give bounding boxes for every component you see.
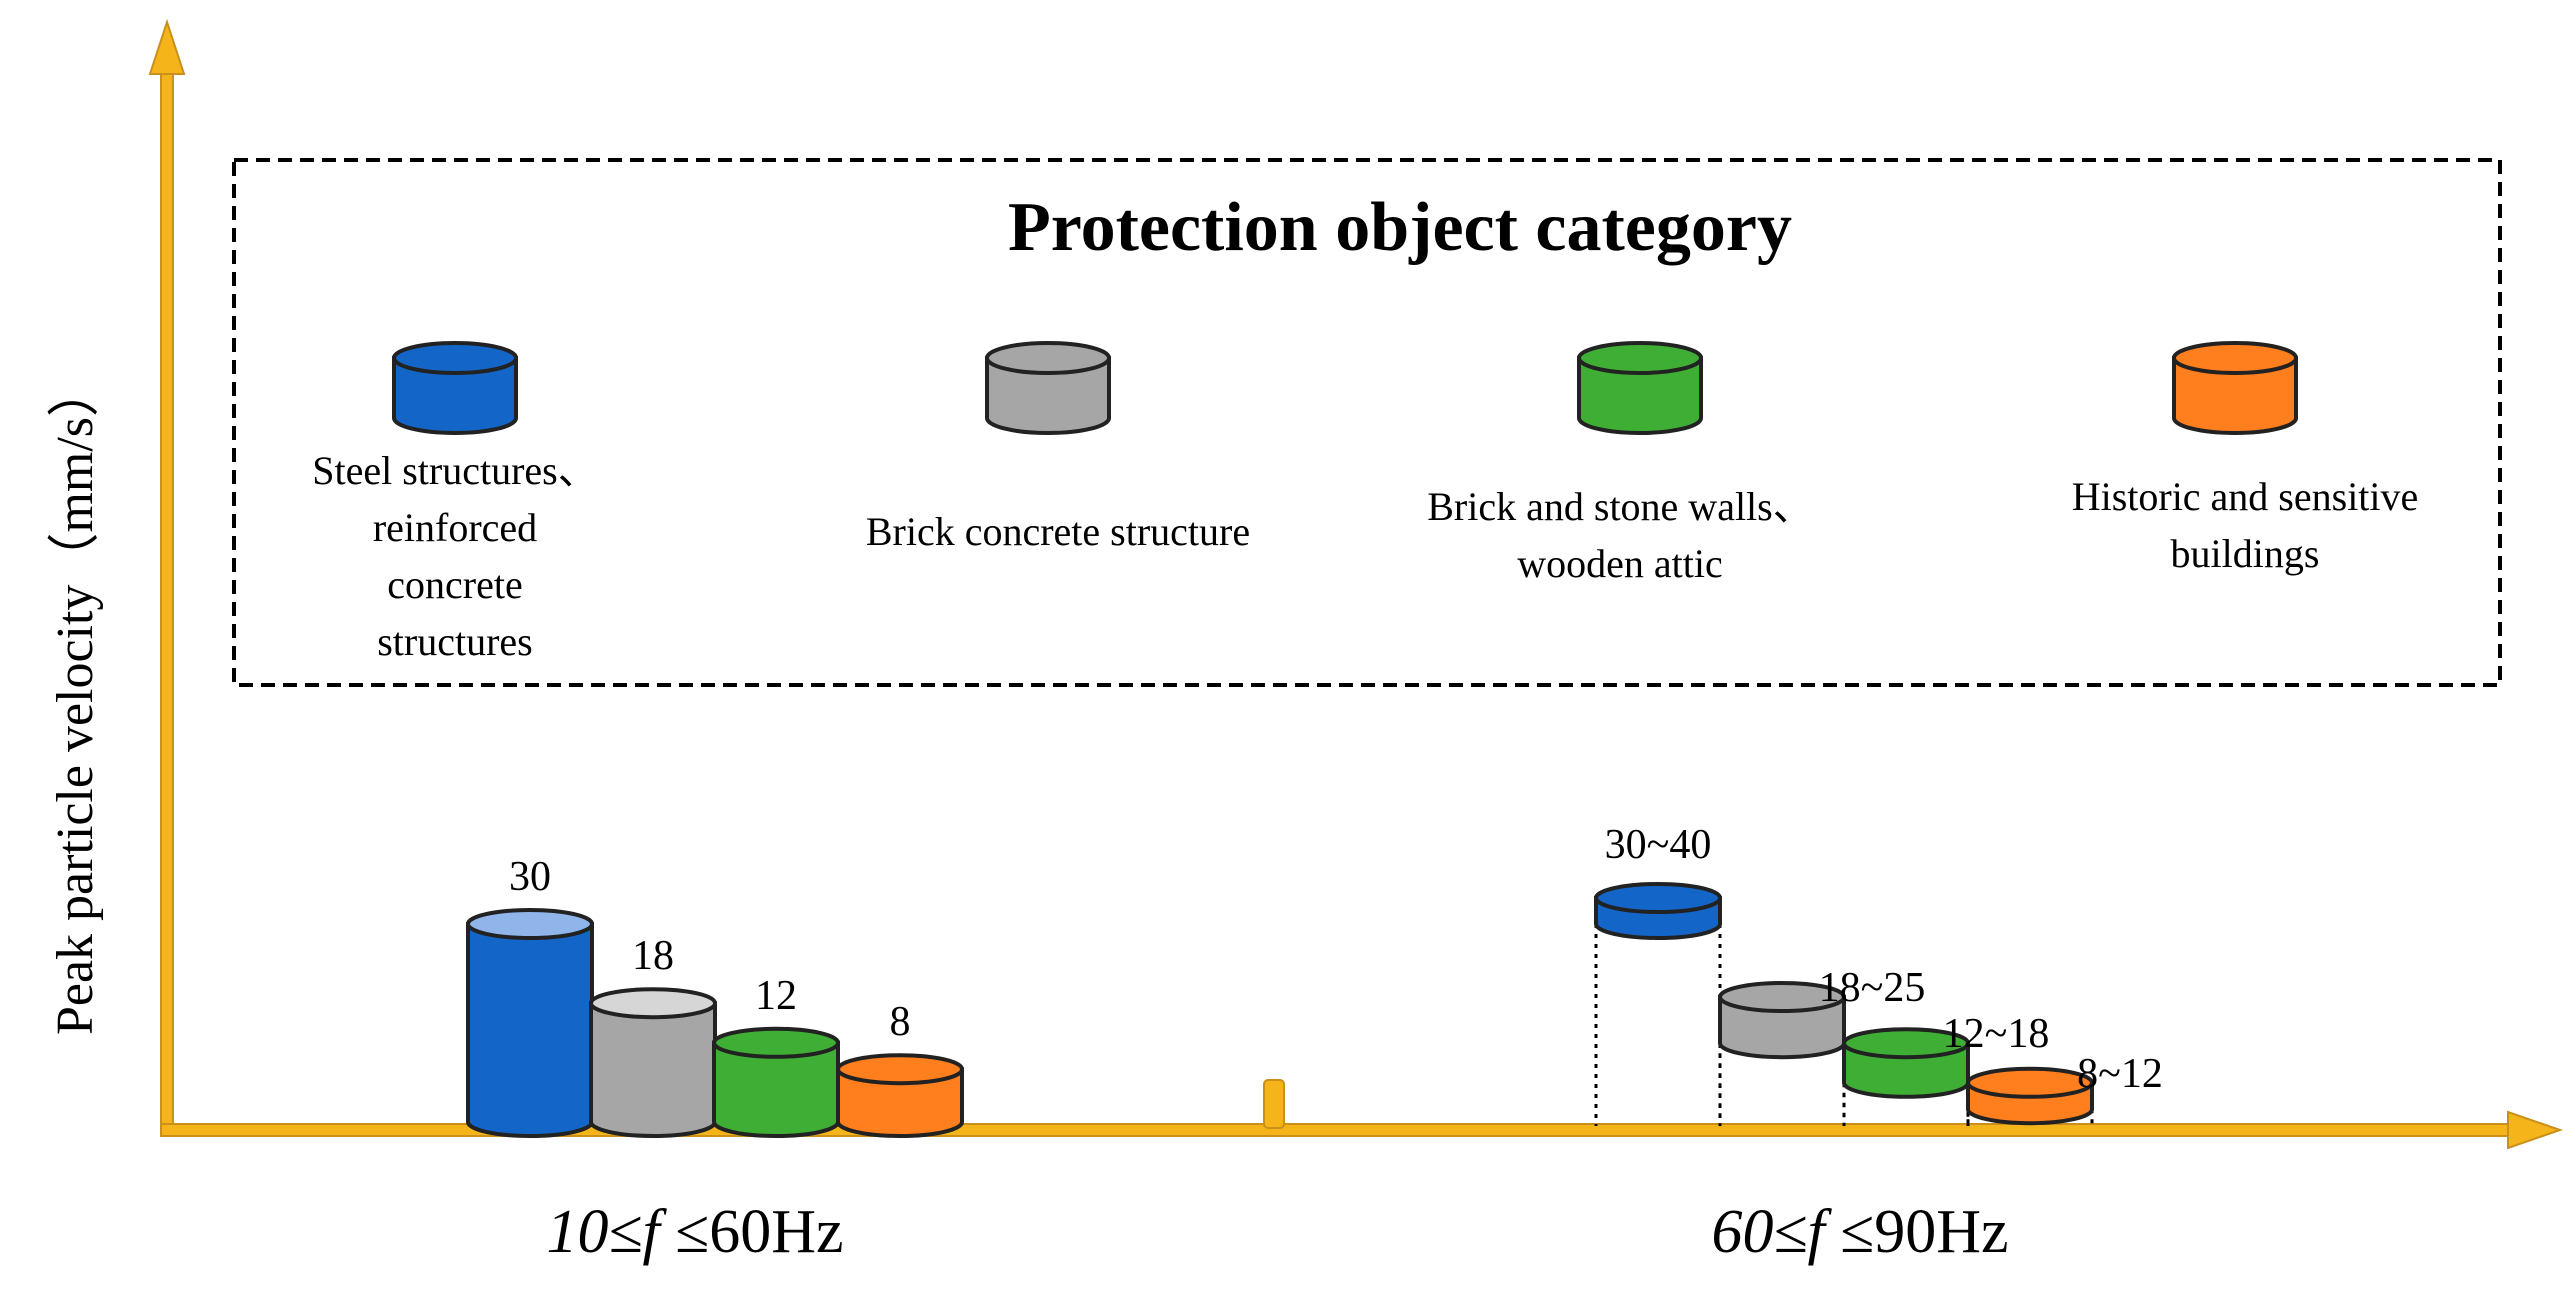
bar-group2-2-top	[1842, 1027, 1970, 1060]
legend-label-3-line: buildings	[2171, 531, 2320, 576]
x-axis-arrow	[2507, 1110, 2564, 1150]
group-label-1-part: 60≤	[1711, 1198, 1807, 1266]
group-label-1: 60≤f ≤90Hz	[1711, 1198, 2008, 1266]
group-label-1-part: ≤90Hz	[1825, 1198, 2009, 1266]
legend-label-3-line: Historic and sensitive	[2072, 474, 2419, 519]
bar-group2-0-label: 30~40	[1605, 822, 1712, 868]
bar-group1-2-top	[712, 1026, 840, 1059]
legend-label-0: Steel structures、 reinforced concrete struc…	[312, 448, 598, 664]
bar-group2-1-top	[1718, 981, 1846, 1013]
bar-group1-0-top	[466, 908, 594, 940]
bar-group2-1-label: 18~25	[1819, 965, 1926, 1011]
legend-swatch-2-body	[1577, 356, 1703, 435]
bar-group2-3-label: 8~12	[2077, 1051, 2163, 1097]
bar-group1-3-label: 8	[890, 999, 911, 1045]
legend-label-2-line: Brick and stone walls、	[1427, 484, 1813, 529]
legend-label-0-line: structures	[377, 619, 533, 664]
bar-group2-0-top	[1594, 882, 1722, 914]
group-label-0-part: ≤60Hz	[660, 1198, 844, 1266]
legend-label-3: Historic and sensitive buildings	[2072, 474, 2419, 576]
bar-group1-3-body	[836, 1067, 964, 1138]
group-label-0: 10≤f ≤60Hz	[546, 1198, 843, 1266]
x-axis-break-marker	[1263, 1079, 1285, 1129]
legend-title: Protection object category	[1008, 189, 1792, 266]
bar-group2-2	[1842, 1027, 1970, 1099]
legend-swatch-2-top	[1577, 341, 1703, 375]
bar-group1-3	[836, 1053, 964, 1138]
bar-group1-1-top	[589, 987, 717, 1020]
legend-swatch-0-body	[392, 356, 518, 435]
bar-group1-0	[466, 908, 594, 1138]
legend-label-2-line: wooden attic	[1517, 541, 1723, 586]
bar-group1-1-label: 18	[632, 933, 674, 979]
y-axis-line	[160, 69, 174, 1137]
bar-group1-0-body	[466, 922, 594, 1138]
legend-swatch-3-body	[2172, 356, 2298, 435]
bar-group1-2	[712, 1026, 840, 1138]
group-labels: 10≤f ≤60Hz 60≤f ≤90Hz	[546, 1198, 2008, 1266]
legend-swatch-0	[392, 341, 518, 435]
bar-group2-1	[1718, 981, 1846, 1060]
legend-label-1-line: Brick concrete structure	[866, 509, 1250, 554]
legend-label-1: Brick concrete structure	[866, 509, 1250, 554]
legend: Protection object category Steel structu…	[232, 158, 2502, 687]
bar-group1-3-top	[836, 1053, 964, 1086]
legend-label-0-line: Steel structures、	[312, 448, 598, 493]
legend-label-0-line: concrete	[387, 562, 522, 607]
legend-items: Steel structures、 reinforced concrete struc…	[312, 341, 2419, 664]
legend-label-0-line: reinforced	[373, 505, 537, 550]
legend-label-2: Brick and stone walls、 wooden attic	[1427, 484, 1813, 586]
bar-group2-3	[1966, 1066, 2094, 1126]
y-axis-label: Peak particle velocity（mm/s）	[47, 365, 104, 1035]
legend-swatch-3-top	[2172, 341, 2298, 375]
bar-group2-2-label: 12~18	[1943, 1011, 2050, 1057]
legend-swatch-2	[1577, 341, 1703, 435]
bar-group1-2-label: 12	[755, 973, 797, 1019]
group-label-0-part: 10≤	[546, 1198, 642, 1266]
legend-swatch-1-body	[985, 356, 1111, 435]
legend-frame	[232, 158, 2502, 687]
legend-swatch-3	[2172, 341, 2298, 435]
bar-group1-2-body	[712, 1040, 840, 1138]
legend-swatch-1-top	[985, 341, 1111, 375]
bar-group2-0	[1594, 882, 1722, 940]
bar-group2-3-top	[1966, 1066, 2094, 1099]
legend-swatch-0-top	[392, 341, 518, 375]
bar-group2-1-body	[1718, 995, 1846, 1060]
bars: 30 18 12 8 30~40 18~25 12~18 8~12	[466, 822, 2163, 1138]
y-axis-arrow	[148, 18, 186, 75]
bar-group1-1-body	[589, 1001, 717, 1138]
bar-group1-0-label: 30	[509, 854, 551, 900]
legend-swatch-1	[985, 341, 1111, 435]
bar-group1-1	[589, 987, 717, 1138]
